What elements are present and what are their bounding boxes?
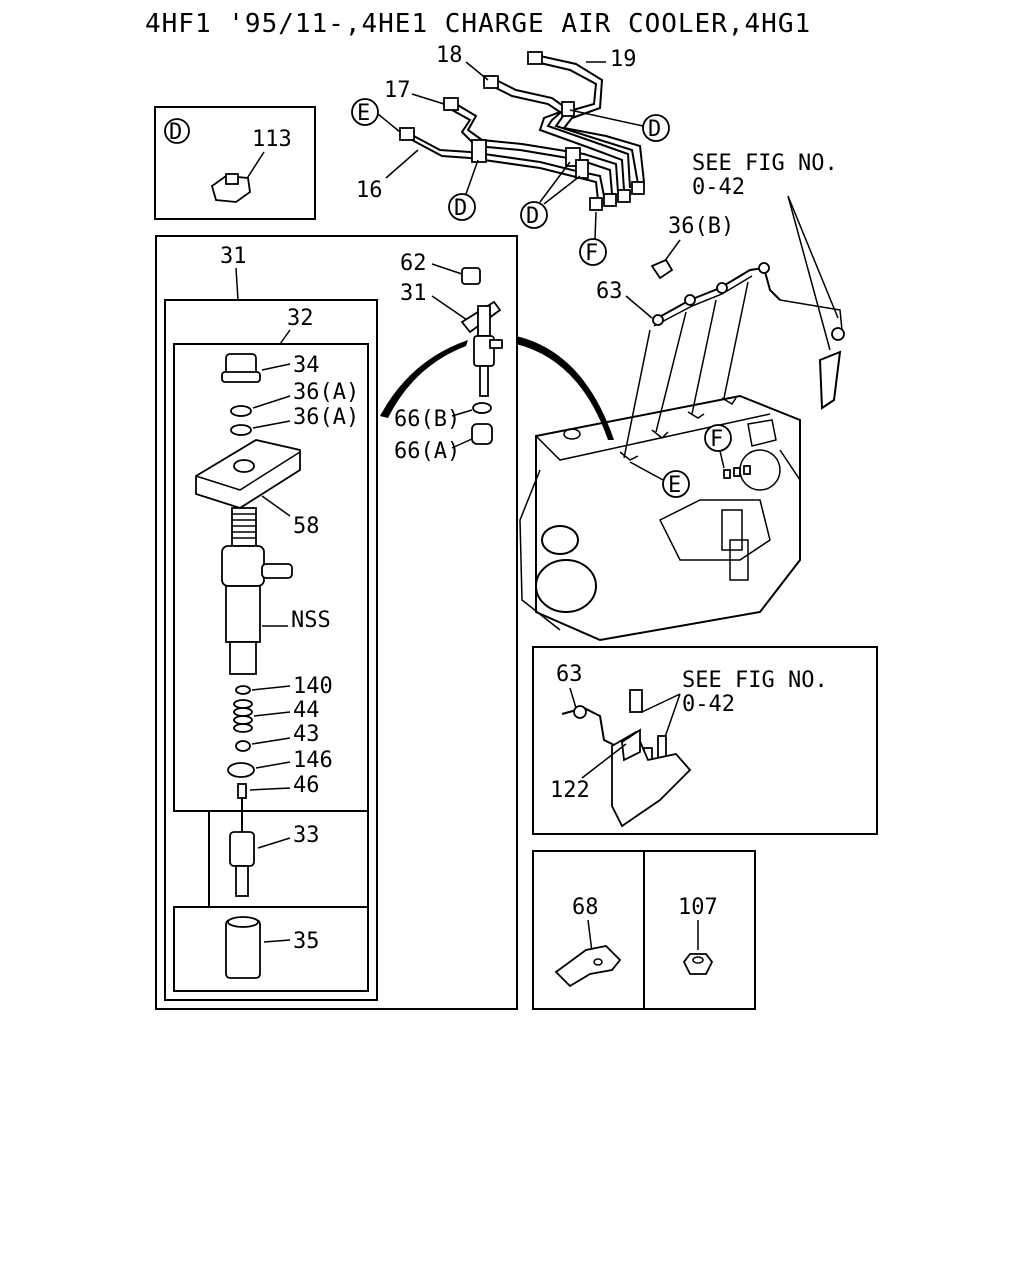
marker-e-top: E — [357, 101, 370, 126]
callout-31-small: 31 — [400, 281, 427, 306]
seal-66a — [471, 423, 493, 445]
injector-mid — [225, 585, 261, 643]
pipe-nut — [617, 189, 631, 203]
callout-43: 43 — [293, 722, 320, 747]
washer-66b — [472, 402, 492, 414]
callout-33: 33 — [293, 823, 320, 848]
clamp-plate-58 — [195, 439, 301, 509]
callout-58: 58 — [293, 514, 320, 539]
callout-63-engine: 63 — [596, 279, 623, 304]
callout-44: 44 — [293, 698, 320, 723]
callout-32: 32 — [287, 306, 314, 331]
pointer-arrow-right — [516, 336, 614, 440]
pipe-nut — [399, 127, 415, 141]
callout-146: 146 — [293, 748, 333, 773]
marker-d-circle — [642, 114, 670, 142]
pipe-clamp — [471, 139, 487, 163]
callout-36a-2: 36(A) — [293, 405, 359, 430]
callout-17: 17 — [384, 78, 411, 103]
see-fig-number-box: 0-42 — [682, 692, 735, 717]
marker-d-circle — [448, 193, 476, 221]
callout-16: 16 — [356, 178, 383, 203]
nut-107 — [682, 953, 714, 975]
callout-62: 62 — [400, 251, 427, 276]
callout-140: 140 — [293, 674, 333, 699]
pipe-nut — [631, 181, 645, 195]
washer-36a-upper — [230, 405, 252, 417]
callout-107: 107 — [678, 895, 718, 920]
callout-18: 18 — [436, 43, 463, 68]
detail-box-small-parts: 68 107 — [532, 850, 756, 1010]
nozzle-33 — [229, 831, 255, 867]
marker-e-engine: E — [668, 473, 681, 498]
marker-f-engine: F — [710, 427, 723, 452]
pipe-nut — [527, 51, 543, 65]
nut-62 — [461, 267, 481, 285]
pipe-nut — [443, 97, 459, 111]
callout-46: 46 — [293, 773, 320, 798]
marker-d-box: D — [169, 120, 182, 145]
marker-d-right: D — [648, 117, 661, 142]
bolt — [629, 689, 643, 713]
callout-63-box: 63 — [556, 662, 583, 687]
pipe-nut — [589, 197, 603, 211]
clip-36b — [650, 258, 674, 280]
injector-body — [221, 545, 265, 587]
marker-d-mid: D — [526, 204, 539, 229]
callout-34: 34 — [293, 353, 320, 378]
pointer-arrow-left — [380, 340, 468, 418]
callout-31-main: 31 — [220, 244, 247, 269]
engine-illustration — [519, 262, 845, 642]
see-fig-ref-top: SEE FIG NO. — [692, 151, 838, 176]
see-fig-ref-box: SEE FIG NO. — [682, 668, 828, 693]
pipe-clamp — [561, 101, 575, 117]
pin-46 — [237, 783, 247, 799]
spring-44 — [233, 699, 253, 709]
callout-35: 35 — [293, 929, 320, 954]
pipe-nut — [603, 193, 617, 207]
see-fig-number-top: 0-42 — [692, 175, 745, 200]
injector-detail-box: 31 32 34 36(A) 36(A) 58 NSS — [155, 235, 518, 1010]
diagram-title: 4HF1 '95/11-,4HE1 CHARGE AIR COOLER,4HG1 — [145, 9, 811, 39]
marker-d-left: D — [454, 196, 467, 221]
callout-113: 113 — [252, 127, 292, 152]
marker-f-top: F — [585, 241, 598, 266]
callout-68: 68 — [572, 895, 599, 920]
injector-lower — [229, 641, 257, 675]
seat-43 — [235, 740, 251, 752]
marker-e-engine-circle — [662, 470, 690, 498]
nozzle-tip — [235, 865, 249, 897]
pipe-clamp — [575, 159, 589, 179]
callout-66b: 66(B) — [394, 407, 460, 432]
detail-box-d: D 113 — [154, 106, 316, 220]
ring-140 — [235, 685, 251, 695]
callout-36a-1: 36(A) — [293, 380, 359, 405]
detail-box-bracket: 63 SEE FIG NO. 0-42 122 — [532, 646, 878, 835]
fuel-injection-pipes — [399, 51, 645, 211]
callout-19: 19 — [610, 47, 637, 72]
callout-122: 122 — [550, 778, 590, 803]
marker-f-engine-circle — [704, 424, 732, 452]
spacer-146 — [227, 762, 255, 778]
marker-e-circle — [351, 98, 379, 126]
injector-inlet — [261, 563, 293, 579]
small-injector — [477, 305, 491, 337]
injector-installed-group: 62 31 66(B) 66(A) — [394, 251, 503, 464]
washer-36a-lower — [230, 424, 252, 436]
callout-nss: NSS — [291, 608, 331, 633]
retaining-nut-35 — [225, 919, 261, 979]
marker-d-circle — [520, 201, 548, 229]
clip-68 — [554, 945, 622, 988]
callout-66a: 66(A) — [394, 439, 460, 464]
marker-f-circle — [579, 238, 607, 266]
callout-36b: 36(B) — [668, 214, 734, 239]
